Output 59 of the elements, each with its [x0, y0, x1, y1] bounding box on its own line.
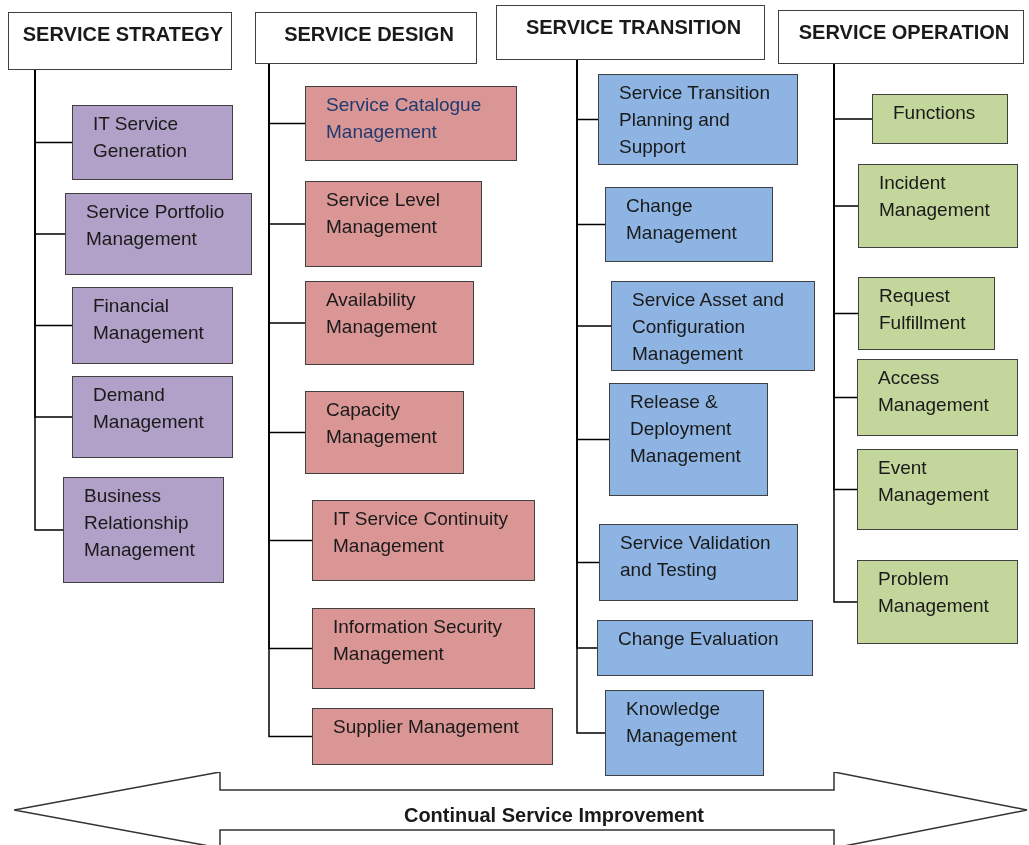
box-label: Change Management: [626, 195, 737, 243]
process-box: [312, 708, 553, 765]
process-box: [305, 86, 517, 161]
process-box: [857, 359, 1018, 436]
box-label: Availability Management: [326, 289, 437, 337]
header-title: SERVICE DESIGN: [284, 22, 454, 47]
header-title: SERVICE TRANSITION: [525, 15, 742, 40]
process-box: [597, 620, 813, 676]
process-box: [598, 74, 798, 165]
box-label: Incident Management: [879, 172, 990, 220]
box-label: Demand Management: [93, 384, 204, 432]
process-box: [312, 608, 535, 689]
process-box: [305, 281, 474, 365]
box-label: Service Level Management: [326, 189, 441, 237]
process-box: [65, 193, 252, 275]
process-box: [72, 287, 233, 364]
header-box: [8, 12, 232, 70]
box-label: Service Transition Planning and Support: [619, 82, 770, 157]
process-box: [605, 187, 773, 262]
box-label: Knowledge Management: [626, 698, 737, 746]
box-label: Request Fulfillment: [879, 285, 966, 333]
box-label: Supplier Management: [333, 716, 519, 737]
box-label: Functions: [893, 102, 976, 123]
process-box: [63, 477, 224, 583]
process-box: [872, 94, 1008, 144]
process-box: [605, 690, 764, 776]
box-label: Access Management: [878, 367, 989, 415]
process-box: [609, 383, 768, 496]
box-label: Service Portfolio Management: [86, 201, 225, 249]
box-label: Service Catalogue Management: [326, 94, 482, 142]
process-box: [858, 164, 1018, 248]
box-label: Change Evaluation: [618, 628, 779, 649]
header-box: [496, 5, 765, 60]
process-box: [72, 105, 233, 180]
box-label: Business Relationship Management: [84, 485, 195, 560]
process-box: [312, 500, 535, 581]
header-title: SERVICE STRATEGY: [22, 22, 224, 47]
box-label: Information Security Management: [333, 616, 502, 664]
process-box: [305, 181, 482, 267]
box-label: Service Validation and Testing: [620, 532, 771, 580]
box-label: Event Management: [878, 457, 989, 505]
process-box: [858, 277, 995, 350]
process-box: [857, 560, 1018, 644]
box-label: Service Asset and Configuration Management: [632, 289, 785, 364]
process-box: [305, 391, 464, 474]
arrow-label: Continual Service Improvement: [402, 803, 706, 828]
process-box: [857, 449, 1018, 530]
header-title: SERVICE OPERATION: [798, 20, 1010, 45]
process-box: [599, 524, 798, 601]
box-label: Release & Deployment Management: [630, 391, 741, 466]
process-box: [611, 281, 815, 371]
header-box: [778, 10, 1024, 64]
box-label: IT Service Generation: [93, 113, 187, 161]
header-box: [255, 12, 477, 64]
box-label: Problem Management: [878, 568, 989, 616]
box-label: IT Service Continuity Management: [333, 508, 508, 556]
box-label: Capacity Management: [326, 399, 437, 447]
process-box: [72, 376, 233, 458]
box-label: Financial Management: [93, 295, 204, 343]
